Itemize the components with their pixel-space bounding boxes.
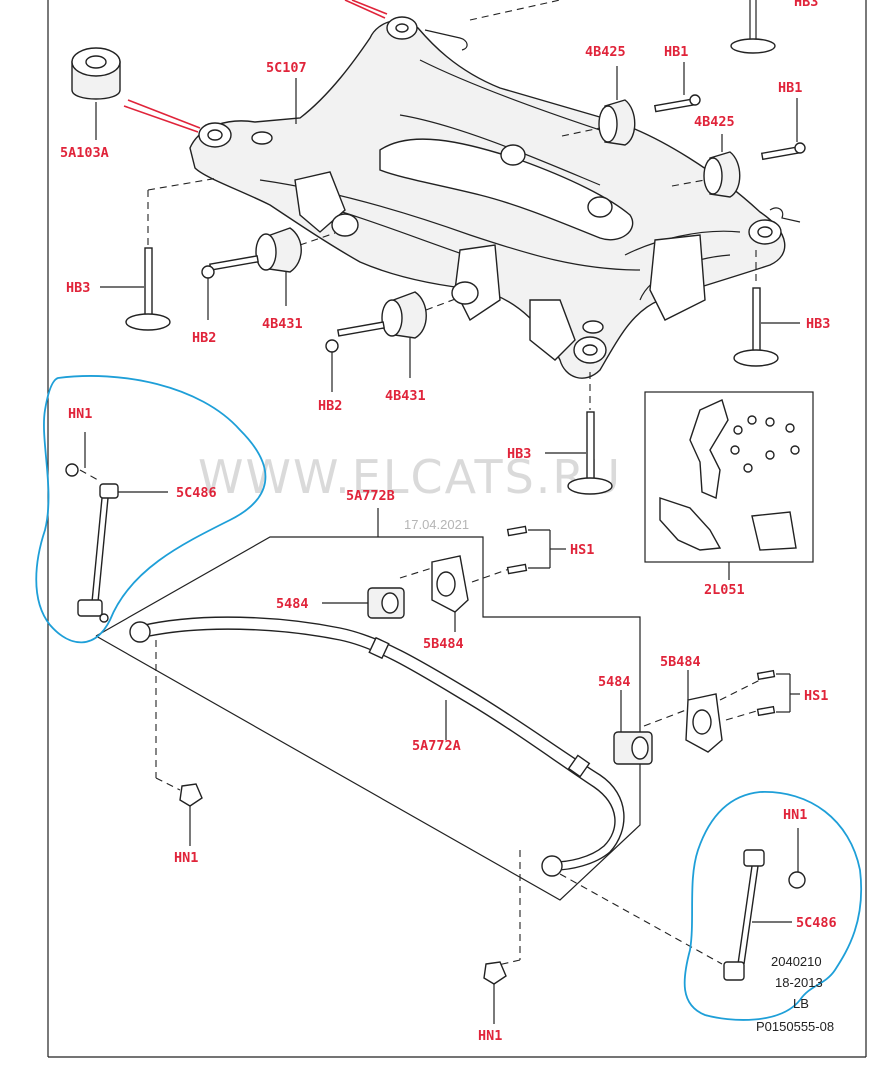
label-5b484-b: 5B484 — [660, 654, 701, 670]
label-hb2-b: HB2 — [318, 398, 342, 414]
label-hb3-mid: HB3 — [507, 446, 531, 462]
watermark: WWW.ELCATS.RU — [198, 450, 622, 504]
label-hb3-top: HB3 — [794, 0, 818, 10]
info-line-4: P0150555-08 — [756, 1019, 834, 1034]
label-4b425-b: 4B425 — [694, 114, 735, 130]
label-hb2-a: HB2 — [192, 330, 216, 346]
bushing-4b425-b — [671, 98, 806, 198]
label-4b431-a: 4B431 — [262, 316, 303, 332]
label-5c486-left: 5C486 — [176, 485, 217, 501]
bushing-5484-b — [613, 669, 800, 765]
label-hn1-right: HN1 — [783, 807, 807, 823]
bushing-5484-a — [322, 525, 566, 632]
label-hn1-mid: HN1 — [174, 850, 198, 866]
nut-hn1-mid — [155, 640, 203, 846]
label-hb3-right: HB3 — [806, 316, 830, 332]
label-4b431-b: 4B431 — [385, 388, 426, 404]
highlight-loop-right — [683, 791, 862, 1021]
label-5c486-right: 5C486 — [796, 915, 837, 931]
bushing-5a103a — [71, 47, 121, 140]
label-hs1-b: HS1 — [804, 688, 828, 704]
date-stamp: 17.04.2021 — [404, 517, 469, 532]
stabilizer-link-right — [559, 828, 806, 981]
label-5c107: 5C107 — [266, 60, 307, 76]
label-hb1-b: HB1 — [778, 80, 802, 96]
bushing-4b425-a — [561, 62, 701, 146]
label-hn1-topleft: HN1 — [68, 406, 92, 422]
label-5484-a: 5484 — [276, 596, 309, 612]
bolt-hb3-left — [100, 177, 219, 331]
subframe — [123, 0, 801, 379]
label-4b425-a: 4B425 — [585, 44, 626, 60]
stabilizer-bar-assembly — [95, 508, 641, 901]
info-line-1: 2040210 — [771, 954, 822, 969]
info-line-2: 18-2013 — [775, 975, 823, 990]
bushing-4b431-a — [201, 227, 336, 320]
bushing-4b431-b — [325, 291, 459, 392]
bracket-kit-2l051 — [644, 391, 814, 580]
label-hb1-a: HB1 — [664, 44, 688, 60]
label-5484-b: 5484 — [598, 674, 631, 690]
bolt-hb3-mid — [545, 372, 613, 495]
label-2l051: 2L051 — [704, 582, 745, 598]
info-line-3: LB — [793, 996, 809, 1011]
label-5a772b: 5A772B — [346, 488, 395, 504]
label-hn1-bottom: HN1 — [478, 1028, 502, 1044]
bolt-hb3-right — [733, 250, 800, 367]
nut-hn1-bottom — [483, 850, 521, 1024]
label-hb3-left: HB3 — [66, 280, 90, 296]
highlight-loop-left — [35, 375, 267, 644]
label-5a103a: 5A103A — [60, 145, 109, 161]
label-5b484-a: 5B484 — [423, 636, 464, 652]
label-5a772a: 5A772A — [412, 738, 461, 754]
bolt-hb3-top — [730, 0, 776, 54]
stabilizer-link-left — [65, 432, 168, 623]
label-hs1-a: HS1 — [570, 542, 594, 558]
